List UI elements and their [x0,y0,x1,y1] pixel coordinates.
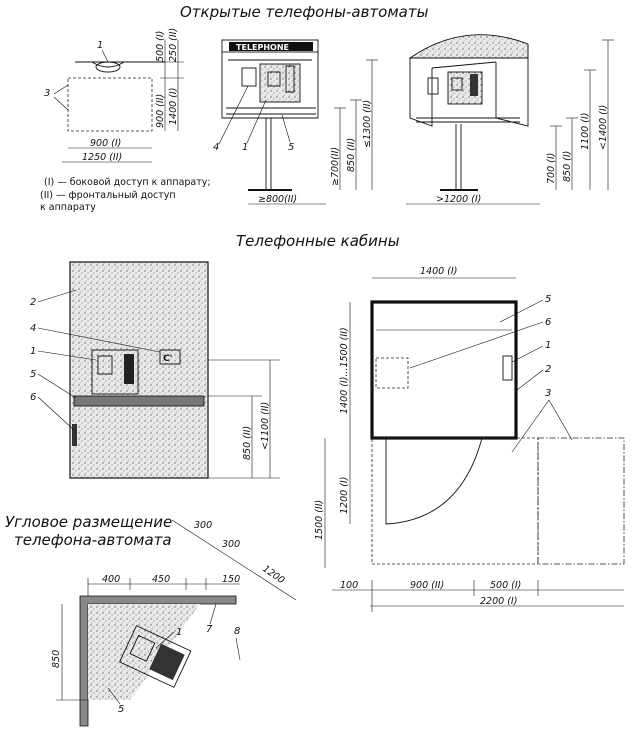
dim-1250: 1250 (II) [82,152,122,163]
dim-booth-1100: <1100 (II) [260,402,271,450]
open-phone-canopy-unit: 700 (I) 850 (I) 1100 (I) <1400 (I) >1200… [406,34,614,205]
title-booths: Телефонные кабины [236,232,400,250]
callout-6: 6 [30,392,36,403]
callout-3b: 3 [545,388,551,399]
dim-booth-850: 850 (II) [242,426,253,460]
dim-1200-gt: >1200 (I) [436,194,481,205]
booth-sign: C' [163,354,172,364]
dim-corner-150: 150 [222,574,240,585]
dim-850-ii: 850 (II) [346,138,357,172]
sign-text: TELEPHONE [236,43,289,52]
dim-plan-100: 100 [340,580,358,591]
title-open-phones: Открытые телефоны-автоматы [180,3,429,21]
callout-6b: 6 [545,317,551,328]
booth-front-view: C' 850 (II) <1100 (II) 2 4 1 5 6 [30,261,280,479]
dim-corner-300b: 300 [222,539,240,550]
dim-corner-450: 450 [152,574,170,585]
dim-1400-lt: <1400 (I) [598,105,609,150]
dim-plan-500: 500 (I) [490,580,521,591]
open-phone-plan: 1 3 500 (I) 250 (II) 900 (II) 1400 (I) 9… [44,28,184,163]
callout-2b: 2 [545,364,551,375]
dim-plan-1400: 1400 (I) [420,266,457,277]
dim-plan-900: 900 (II) [410,580,444,591]
callout-1: 1 [97,40,103,51]
dim-plan-1400-1500: 1400 (I)...1500 (II) [339,327,350,414]
booth-plan-view: 1400 (I) 1400 (I)...1500 (II) 1500 (II) … [314,266,625,612]
dim-850-i: 850 (I) [562,151,573,182]
legend-line-2: (II) — фронтальный доступ [40,190,176,201]
corner-placement-view: 300 300 1200 400 450 150 850 1 7 8 5 [51,519,297,727]
legend-line-1: (I) — боковой доступ к аппарату; [44,177,211,188]
callout-8: 8 [234,626,240,637]
callout-7: 7 [206,624,213,635]
dim-corner-300a: 300 [194,520,212,531]
callout-4: 4 [213,142,219,153]
legend: (I) — боковой доступ к аппарату; (II) — … [40,177,211,213]
dim-700-ii: ≥700(II) [330,147,341,186]
callout-1e: 1 [176,627,182,638]
title-corner-1: Угловое размещение [5,513,172,531]
dim-corner-1200: 1200 [260,563,286,586]
callout-4b: 4 [30,323,36,334]
callout-5: 5 [288,142,294,153]
dim-plan-2200: 2200 (I) [480,596,517,607]
callout-3: 3 [44,88,50,99]
dim-corner-850: 850 [51,650,62,668]
callout-5b: 5 [30,369,36,380]
title-corner-2: телефона-автомата [14,531,172,549]
dim-900-i: 900 (I) [90,138,121,149]
telephone-sign [229,42,313,51]
callout-5c: 5 [545,294,551,305]
callout-1d: 1 [545,340,551,351]
callout-1c: 1 [30,346,36,357]
dim-250: 250 (II) [168,28,179,62]
dim-1100-i: 1100 (I) [580,113,591,150]
callout-2: 2 [30,297,36,308]
dim-900-ii: 900 (II) [155,94,166,128]
dim-1300-ii: ≤1300 (II) [362,100,373,148]
dim-plan-1500: 1500 (II) [314,500,325,540]
legend-line-3: к аппарату [40,202,96,213]
dim-700-i: 700 (I) [546,153,557,184]
dim-1400-i: 1400 (I) [168,88,179,125]
open-phone-sign-unit: TELEPHONE 4 1 5 ≥700(II) 850 (II) ≤1300 … [213,39,378,205]
callout-5d: 5 [118,704,124,715]
callout-1b: 1 [242,142,248,153]
dim-corner-400: 400 [102,574,120,585]
dim-500: 500 (I) [155,31,166,62]
dim-plan-1200: 1200 (I) [339,477,350,514]
dim-800-ii: ≥800(II) [258,194,297,205]
